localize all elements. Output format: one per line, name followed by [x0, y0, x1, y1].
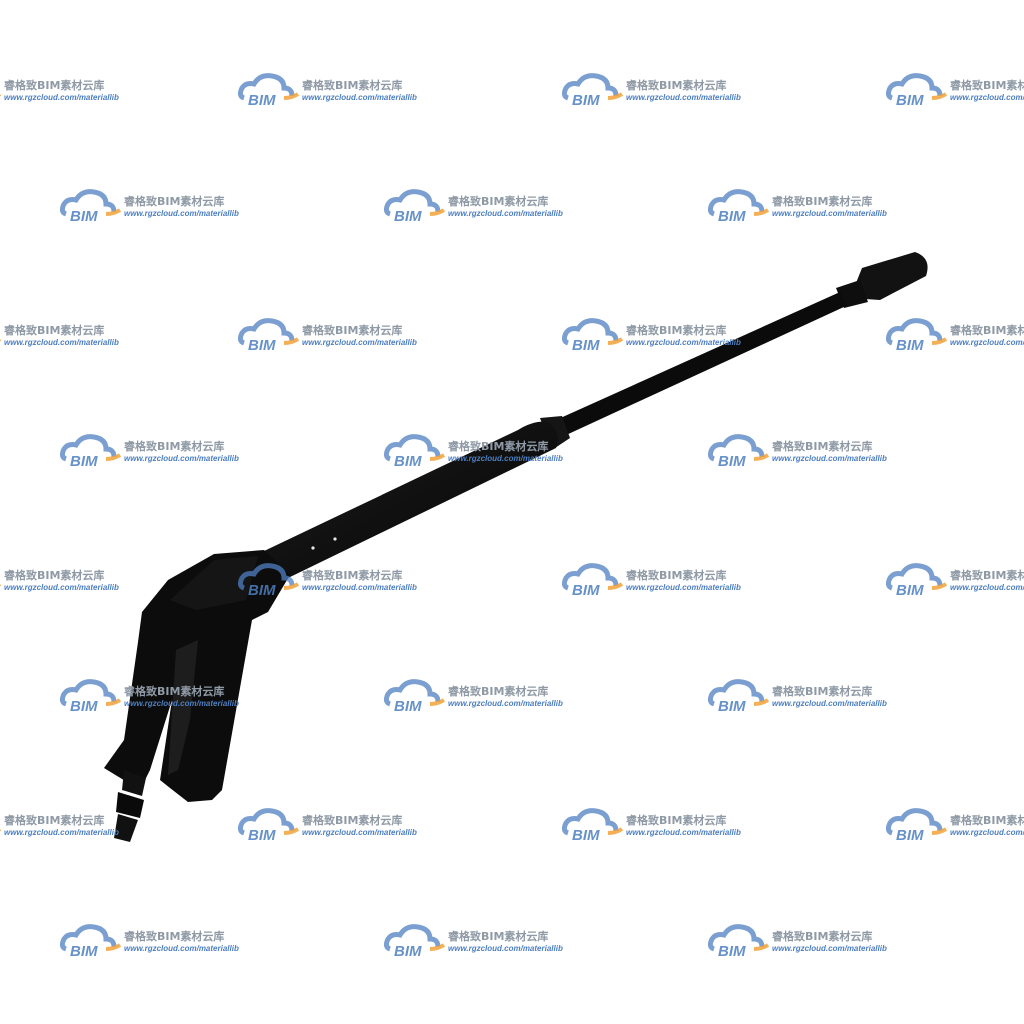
barrel: [262, 421, 558, 578]
nozzle: [836, 252, 928, 308]
lance-tube: [556, 292, 846, 436]
gun-grip: [104, 550, 290, 802]
trigger: [168, 640, 198, 775]
inlet-fitting: [114, 770, 146, 842]
